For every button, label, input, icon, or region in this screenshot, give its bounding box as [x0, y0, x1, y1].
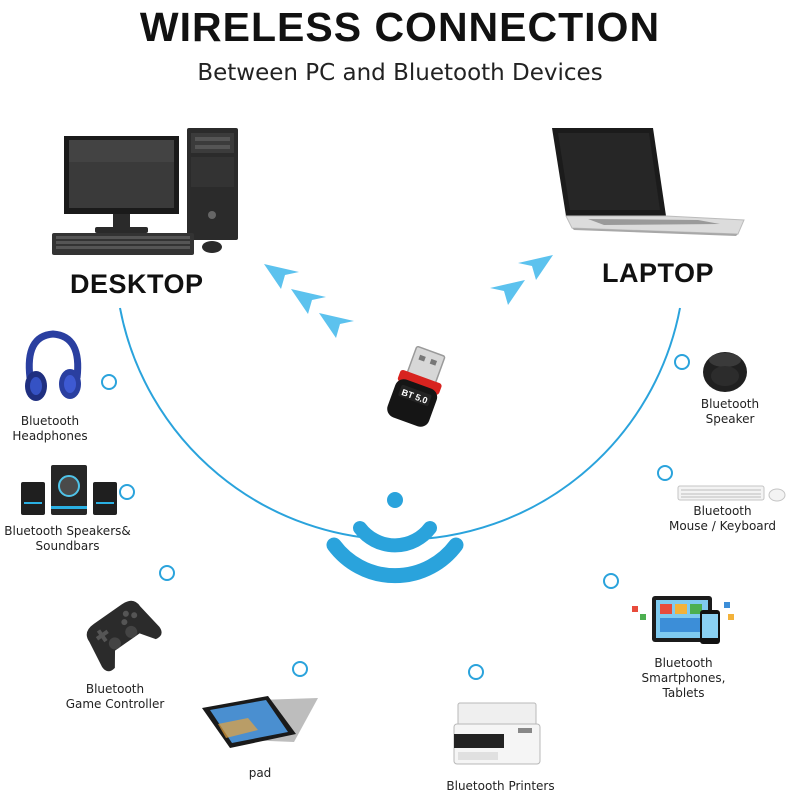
laptop-label: LAPTOP [602, 258, 715, 288]
speakers-soundbar-icon [21, 465, 117, 515]
arc-node-pad [292, 661, 308, 677]
bluetooth-adapter-icon: BT 5.0 [387, 346, 446, 427]
desktop-computer-icon [52, 128, 238, 255]
game-controller-icon [86, 600, 162, 672]
arc-node-speaker [674, 354, 690, 370]
page-title: WIRELESS CONNECTION [139, 4, 661, 50]
page-subtitle: Between PC and Bluetooth Devices [197, 60, 603, 86]
printers-label: Bluetooth Printers [446, 779, 555, 793]
mouse-keyboard-icon [677, 485, 786, 502]
arc-node-printer [468, 664, 484, 680]
wireless-signal-icon [326, 492, 464, 584]
arrows-to-desktop-icon [264, 264, 354, 338]
desktop-label: DESKTOP [70, 269, 204, 299]
speakers-label: Bluetooth Speakers& Soundbars [4, 524, 131, 553]
pad-label: pad [248, 766, 272, 780]
arc-node-controller [159, 565, 175, 581]
laptop-icon [552, 128, 745, 236]
arc-node-headphones [101, 374, 117, 390]
tablet-icon [202, 696, 318, 748]
arrows-to-laptop-icon [490, 255, 553, 305]
mouse-keyboard-label: Bluetooth Mouse / Keyboard [668, 504, 776, 533]
printer-icon [453, 702, 541, 765]
speaker-icon [703, 352, 747, 392]
arc-node-mouse [657, 465, 673, 481]
arc-node-phones [603, 573, 619, 589]
headphones-icon [25, 330, 82, 401]
speaker-label: Bluetooth Speaker [700, 397, 760, 426]
smartphones-label: Bluetooth Smartphones, Tablets [641, 656, 726, 700]
smartphones-tablets-icon [632, 596, 734, 644]
arc-node-speakers [119, 484, 135, 500]
game-controller-label: Bluetooth Game Controller [65, 682, 165, 711]
headphones-label: Bluetooth Headphones [12, 414, 88, 443]
